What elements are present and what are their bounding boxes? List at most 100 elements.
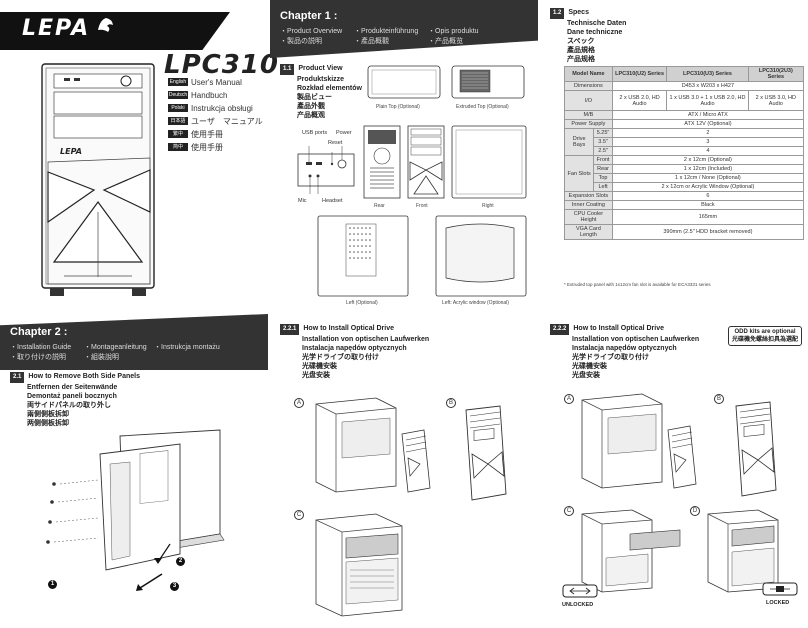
- chapter1-panel: Chapter 1 : ・Product Overview ・Produktei…: [270, 0, 538, 314]
- caption-left-acrylic: Left: Acrylic window (Optional): [442, 300, 509, 306]
- table-cell: 4: [611, 146, 805, 156]
- section-heading: Technische Daten: [567, 20, 627, 27]
- table-cell: D453 x W203 x H427: [611, 81, 805, 91]
- table-header: LPC310(2U3) Series: [747, 66, 805, 82]
- section-heading: Dane techniczne: [567, 29, 623, 36]
- table-cell: ATX / Micro ATX: [611, 110, 805, 120]
- label-reset: Reset: [328, 140, 343, 146]
- section-number: 2.2.1: [280, 324, 300, 335]
- chapter2-panel: Chapter 2 : ・Installation Guide ・Montage…: [0, 314, 268, 628]
- chapter1-sub: ・Opis produktu: [428, 28, 479, 35]
- front-view-illustration: [407, 125, 445, 199]
- table-cell: 1 x USB 3.0 + 1 x USB 2.0, HD Audio: [666, 90, 749, 111]
- table-cell: 2: [611, 128, 805, 138]
- section-heading: 產品外觀: [297, 103, 325, 110]
- section-heading: Entfernen der Seitenwände: [27, 384, 118, 391]
- section-heading: Installation von optischen Laufwerken: [572, 336, 700, 343]
- table-row: Left 2 x 12cm or Acrylic Window (Optiona…: [565, 182, 805, 192]
- chapter1-sub: ・产品概览: [428, 38, 463, 45]
- table-cell: 1 x 12cm (Included): [611, 164, 805, 174]
- chapter1-title: Chapter 1 :: [280, 10, 338, 22]
- section-heading: 製品ビュー: [297, 94, 332, 101]
- caption-right: Right: [482, 203, 494, 209]
- label-usb-ports: USB ports: [302, 130, 328, 136]
- chapter1-sub: ・Produkteinführung: [354, 28, 419, 35]
- chapter1-sub: ・製品の説明: [280, 38, 322, 45]
- section-heading: 光碟機安裝: [572, 363, 607, 370]
- section-heading: How to Install Optical Drive: [303, 325, 394, 332]
- table-cell: 2 x 12cm or Acrylic Window (Optional): [611, 182, 805, 192]
- odd-optional-note: ODD kits are optional 光碟機免螺絲扣具為選配: [727, 326, 802, 346]
- specs-footnote: * Extruded top panel with 1x12cm fan slo…: [564, 282, 711, 287]
- logo-bar: [0, 12, 230, 50]
- section-heading: Produktskizze: [297, 76, 345, 83]
- left-acrylic-illustration: [435, 215, 527, 297]
- odd2-step-a-illustration: [581, 393, 697, 489]
- table-row: 2.5" 4: [565, 146, 805, 156]
- step-marker-c: C: [564, 506, 574, 516]
- table-row: Drive Bays 5.25" 2: [563, 128, 805, 156]
- table-row: I/O 2 x USB 2.0, HD Audio 1 x USB 3.0 + …: [564, 90, 805, 111]
- row-sublabel: 5.25": [593, 128, 613, 138]
- row-sublabel: Top: [593, 173, 613, 183]
- step-badge: 2: [176, 557, 185, 566]
- row-label: VGA Card Length: [564, 224, 613, 240]
- section-heading: 光盘安装: [302, 372, 330, 379]
- row-label: Inner Coating: [564, 200, 613, 210]
- table-cell: 2 x USB 3.0, HD Audio: [747, 90, 805, 111]
- table-cell: ATX 12V (Optional): [611, 119, 805, 129]
- section-heading: Installation von optischen Laufwerken: [302, 336, 430, 343]
- row-label: Power Supply: [564, 119, 613, 129]
- label-headset: Headset: [322, 198, 343, 204]
- table-cell: 390mm (2.5" HDD bracket removed): [611, 224, 805, 240]
- side-panel-removal-illustration: [46, 429, 225, 591]
- section-heading: 光盘安装: [572, 372, 600, 379]
- case-front-illustration: LEPA: [41, 63, 155, 296]
- step-marker-b: B: [446, 398, 456, 408]
- plain-top-illustration: [367, 65, 441, 99]
- rear-view-illustration: [363, 125, 401, 199]
- caption-plain-top: Plain Top (Optional): [376, 104, 420, 110]
- section-heading: Instalacja napędów optycznych: [572, 345, 677, 352]
- table-header: LPC310(U2) Series: [611, 66, 668, 82]
- chapter2-header: [0, 314, 268, 370]
- section-heading: 兩側側板拆卸: [27, 411, 69, 418]
- chapter1-sub: ・Product Overview: [280, 28, 343, 35]
- lang-tag: 繁中: [168, 130, 188, 138]
- section-number: 2.1: [10, 372, 25, 383]
- table-header: Model Name: [564, 66, 613, 82]
- table-cell: 2 x 12cm (Optional): [611, 155, 805, 165]
- locked-clip-icon: [762, 582, 798, 596]
- unlocked-clip-icon: [562, 584, 598, 598]
- table-row: Power Supply ATX 12V (Optional): [564, 119, 805, 129]
- caption-left-optional: Left (Optional): [346, 300, 378, 306]
- row-label: Drive Bays: [563, 128, 595, 156]
- extruded-top-illustration: [451, 65, 525, 99]
- section-heading: 產品規格: [567, 47, 595, 54]
- row-sublabel: Rear: [593, 164, 613, 174]
- caption-front: Front: [416, 203, 428, 209]
- lang-label: ユーザ マニュアル: [191, 116, 263, 126]
- section-number: 2.2.2: [550, 324, 570, 335]
- row-label: Expansion Slots: [564, 191, 613, 201]
- step-marker-a: A: [294, 398, 304, 408]
- left-optional-illustration: [317, 215, 409, 297]
- lang-row: 繁中使用手冊: [168, 128, 263, 140]
- locked-label: LOCKED: [766, 600, 790, 606]
- brand-logo: LEPA: [22, 16, 91, 41]
- svg-text:LEPA: LEPA: [60, 147, 82, 156]
- row-sublabel: Front: [593, 155, 613, 165]
- section-heading: 光碟機安裝: [302, 363, 337, 370]
- chapter2-title: Chapter 2 :: [10, 326, 68, 338]
- section-heading: Rozkład elementów: [297, 85, 362, 92]
- row-sublabel: 2.5": [593, 146, 613, 156]
- chapter2-sub: ・取り付けの説明: [10, 354, 66, 361]
- table-cell: 165mm: [611, 209, 805, 225]
- label-mic: Mic: [298, 198, 307, 204]
